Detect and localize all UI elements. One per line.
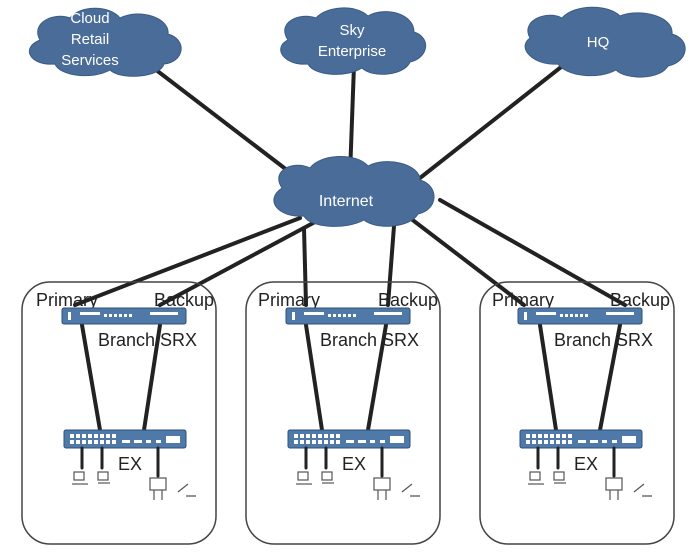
branch-3-primary-label: Primary bbox=[492, 290, 554, 310]
branch-site-1: Primary Backup Branch SRX bbox=[21, 281, 217, 545]
link-internet-branch1-primary bbox=[73, 216, 302, 307]
branch-1-ex-switch bbox=[63, 429, 187, 449]
branch-3-backup-label: Backup bbox=[610, 290, 670, 310]
link-internet-hq bbox=[418, 58, 572, 180]
branch-2-ex-label: EX bbox=[342, 454, 366, 474]
cloud-retail-line3: Services bbox=[61, 52, 119, 69]
branch-1-srx-device bbox=[61, 307, 187, 325]
branch-3-ex-label: EX bbox=[574, 454, 598, 474]
link-internet-branch2-backup bbox=[386, 224, 396, 307]
computer-icon bbox=[296, 471, 312, 485]
link-internet-cloud-retail bbox=[128, 48, 302, 182]
cloud-hq-label: HQ bbox=[587, 34, 610, 51]
branch-2-primary-label: Primary bbox=[258, 290, 320, 310]
link-branch1-srx-ex-backup bbox=[142, 323, 162, 432]
cloud-retail-services: Cloud Retail Services bbox=[28, 7, 182, 77]
branch-1-primary-label: Primary bbox=[36, 290, 98, 310]
branch-2-srx-device bbox=[285, 307, 411, 325]
phone-icon bbox=[401, 483, 420, 497]
cloud-sky-line2: Enterprise bbox=[318, 43, 386, 60]
computer-icon bbox=[553, 471, 566, 484]
cloud-retail-line1: Cloud bbox=[70, 10, 109, 27]
link-branch1-srx-ex-primary bbox=[80, 323, 102, 432]
link-internet-sky-enterprise bbox=[348, 63, 356, 177]
branch-site-3: Primary Backup Branch SRX bbox=[479, 281, 675, 545]
link-branch2-srx-ex-backup bbox=[366, 323, 388, 432]
cloud-sky-enterprise: Sky Enterprise bbox=[280, 7, 426, 75]
link-internet-branch2-primary bbox=[302, 226, 308, 307]
phone-icon bbox=[373, 477, 391, 500]
cloud-hq: HQ bbox=[524, 6, 686, 78]
branch-3-ex-switch bbox=[519, 429, 643, 449]
link-branch3-srx-ex-primary bbox=[538, 323, 558, 432]
link-branch3-srx-ex-backup bbox=[598, 323, 622, 432]
link-branch2-srx-ex-primary bbox=[304, 323, 324, 432]
computer-icon bbox=[321, 471, 334, 484]
cloud-internet-label: Internet bbox=[319, 193, 374, 210]
branch-site-2: Primary Backup Branch SRX bbox=[245, 281, 441, 545]
cloud-internet: Internet bbox=[273, 155, 435, 227]
computer-icon bbox=[72, 471, 88, 485]
link-internet-branch1-backup bbox=[158, 220, 317, 307]
cloud-retail-line2: Retail bbox=[71, 31, 109, 48]
phone-icon bbox=[605, 477, 623, 500]
computer-icon bbox=[97, 471, 110, 484]
phone-icon bbox=[177, 483, 196, 497]
branch-1-boundary bbox=[21, 281, 217, 545]
branch-1-backup-label: Backup bbox=[154, 290, 214, 310]
phone-icon bbox=[633, 483, 652, 497]
cloud-sky-line1: Sky bbox=[339, 22, 365, 39]
phone-icon bbox=[149, 477, 167, 500]
branch-2-boundary bbox=[245, 281, 441, 545]
computer-icon bbox=[528, 471, 544, 485]
branch-3-srx-label: Branch SRX bbox=[554, 330, 653, 350]
branch-2-ex-switch bbox=[287, 429, 411, 449]
link-internet-branch3-primary bbox=[408, 216, 526, 307]
branch-1-ex-label: EX bbox=[118, 454, 142, 474]
branch-3-boundary bbox=[479, 281, 675, 545]
branch-3-srx-device bbox=[517, 307, 643, 325]
branch-2-backup-label: Backup bbox=[378, 290, 438, 310]
branch-2-srx-label: Branch SRX bbox=[320, 330, 419, 350]
link-internet-branch3-backup bbox=[438, 198, 627, 307]
branch-1-srx-label: Branch SRX bbox=[98, 330, 197, 350]
